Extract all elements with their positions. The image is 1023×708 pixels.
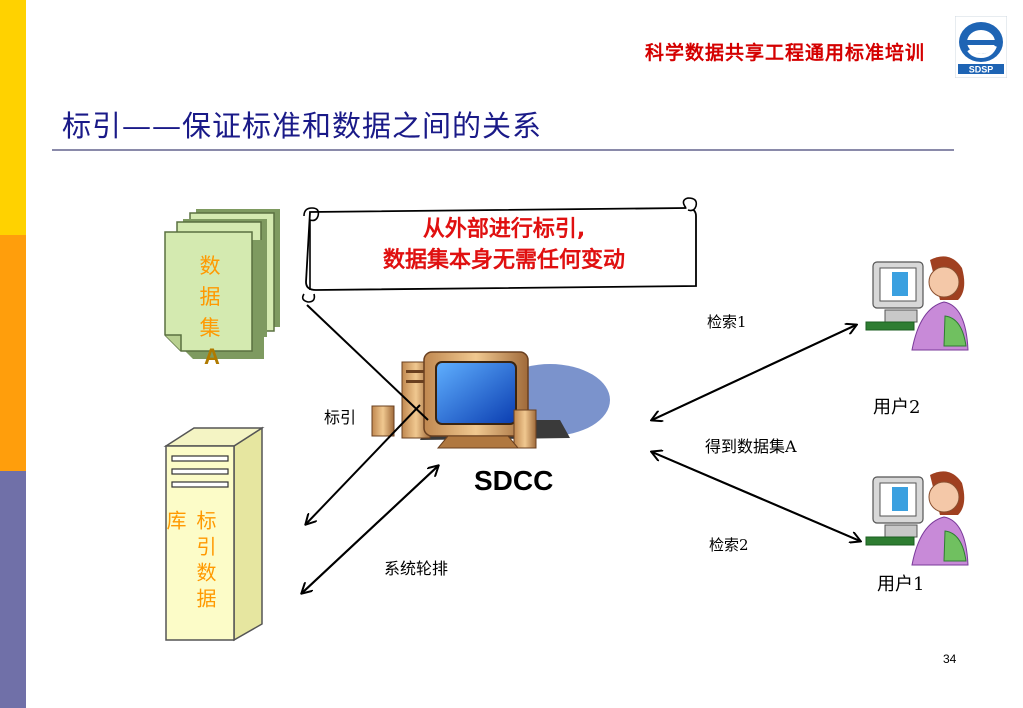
index-db-label: 标引数据库 bbox=[163, 510, 217, 614]
poll-arrow-down bbox=[302, 465, 439, 593]
dataset-sheet-front bbox=[164, 231, 264, 359]
sdcc-label: SDCC bbox=[474, 465, 554, 496]
edge-label-search2: 检索2 bbox=[709, 536, 749, 554]
sidebar-strip bbox=[0, 0, 26, 708]
dataset-label-char-2: 据 bbox=[199, 285, 221, 309]
scroll-banner bbox=[301, 197, 698, 303]
index-database-server bbox=[163, 426, 265, 642]
search2-arrow-to-sdcc bbox=[652, 452, 861, 542]
edge-label-get-dataset: 得到数据集A bbox=[705, 437, 797, 456]
sdcc-computer-icon bbox=[371, 351, 610, 449]
logo-text: SDSP bbox=[969, 65, 994, 75]
page-number: 34 bbox=[943, 652, 957, 666]
sdcc-to-index-db-arrow bbox=[306, 404, 421, 524]
sdsp-logo: SDSP bbox=[955, 16, 1007, 78]
dataset-label-char-4: A bbox=[204, 344, 220, 369]
sidebar-purple-block bbox=[0, 471, 26, 708]
scroll-note-line1: 从外部进行标引, bbox=[422, 217, 586, 242]
edge-label-poll: 系统轮排 bbox=[384, 559, 449, 578]
scroll-note: 从外部进行标引, 数据集本身无需任何变动 bbox=[318, 214, 690, 276]
edge-label-index: 标引 bbox=[324, 408, 357, 427]
edge-label-search1: 检索1 bbox=[707, 313, 747, 331]
sidebar-yellow-block bbox=[0, 0, 26, 235]
user-1-icon bbox=[865, 471, 969, 566]
title-divider bbox=[52, 149, 954, 151]
scroll-note-line2: 数据集本身无需任何变动 bbox=[382, 248, 625, 273]
result-arrow-to-sdcc bbox=[652, 324, 857, 420]
user-2-label: 用户2 bbox=[873, 397, 921, 418]
page-title: 标引——保证标准和数据之间的关系 bbox=[62, 109, 543, 143]
dataset-label-char-1: 数 bbox=[199, 254, 221, 278]
user-2-icon bbox=[865, 256, 969, 351]
user-1-label: 用户1 bbox=[877, 574, 925, 595]
sidebar-orange-block bbox=[0, 235, 26, 471]
dataset-label-char-3: 集 bbox=[199, 316, 221, 340]
course-title: 科学数据共享工程通用标准培训 bbox=[644, 42, 925, 64]
index-line bbox=[306, 304, 429, 421]
dataset-a-stack bbox=[164, 209, 280, 359]
